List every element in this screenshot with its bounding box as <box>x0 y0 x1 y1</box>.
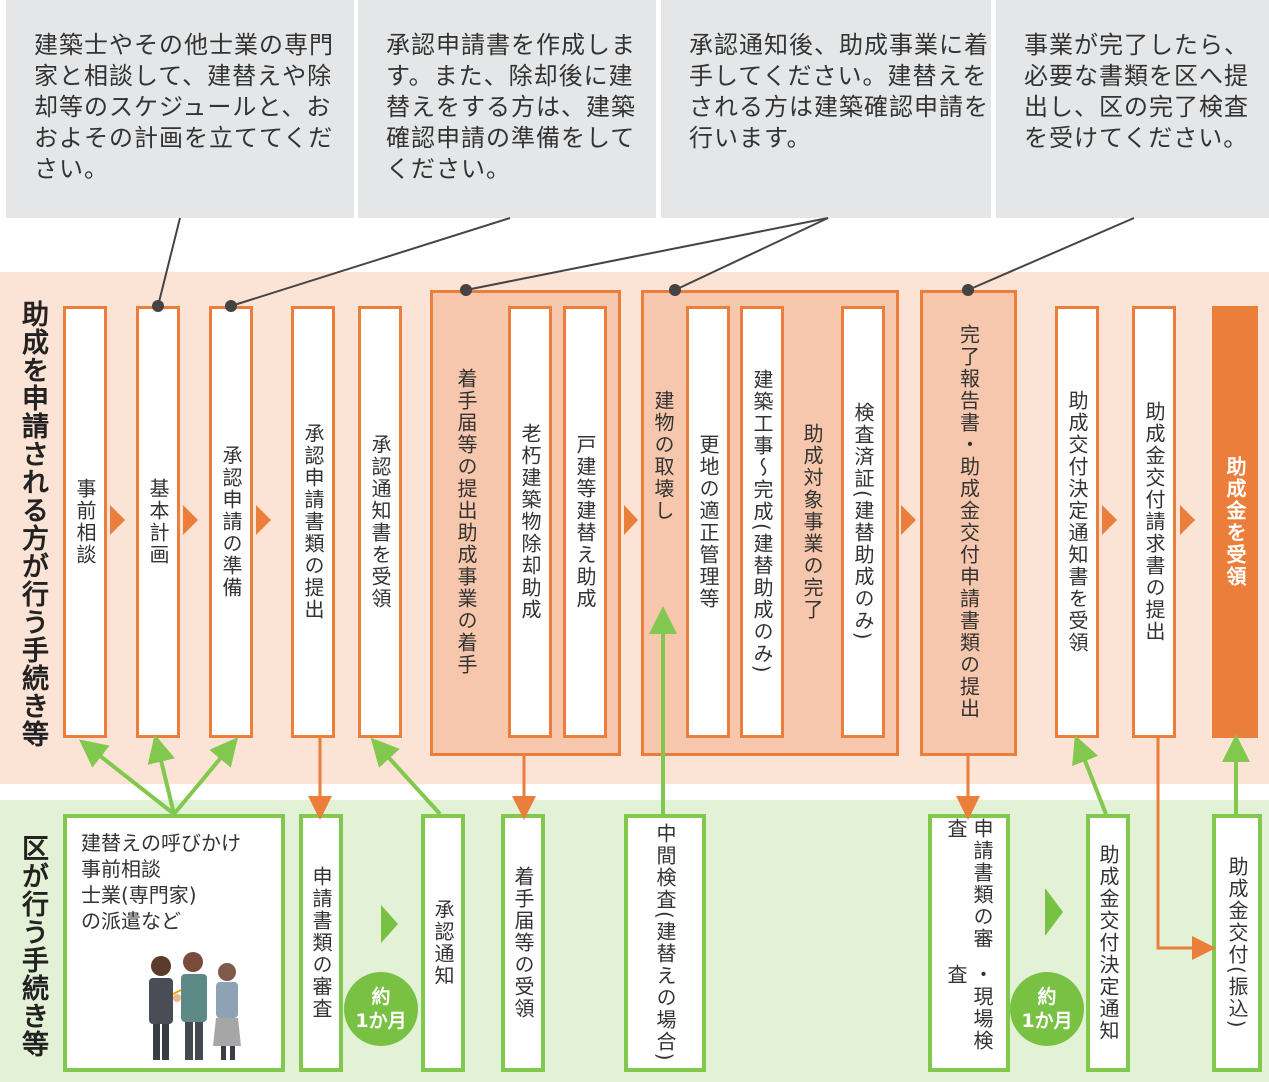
step-construction: 建築工事〜完成(建替助成のみ) <box>740 306 784 738</box>
ward-approval: 承認通知 <box>421 814 465 1072</box>
step-basic-plan: 基本計画 <box>136 306 180 738</box>
step-start-work: 着手届等の提出助成事業の着手 <box>454 368 478 676</box>
ward-mid-inspect: 中間検査(建替えの場合) <box>624 814 706 1072</box>
step-receive-notice: 承認通知書を受領 <box>358 306 402 738</box>
applicant-band-label: 助成を申請される方が行う手続き等 <box>17 300 48 748</box>
completion-group <box>920 290 1017 756</box>
ward-final-review: 申請書類の審査・現場検査 <box>928 814 1010 1072</box>
step-completion-report: 完了報告書・助成金交付申請書類の提出 <box>956 324 981 720</box>
callout-completion: 事業が完了したら、必要な書類を区へ提出し、区の完了検査を受けてください。 <box>996 0 1269 218</box>
ward-grant-decision: 助成金交付決定通知 <box>1086 814 1130 1072</box>
step-request: 助成金交付請求書の提出 <box>1132 306 1176 738</box>
step-demolish-aged: 老朽建築物除却助成 <box>508 306 552 738</box>
step-inspection-cert: 検査済証(建替助成のみ) <box>841 306 885 738</box>
ward-review: 申請書類の審査 <box>299 814 343 1072</box>
ward-accept-start: 着手届等の受領 <box>501 814 545 1072</box>
step-submit-docs: 承認申請書類の提出 <box>291 306 335 738</box>
leader-dots <box>152 284 974 312</box>
ward-support-box: 建替えの呼びかけ 事前相談 士業(専門家) の派遣など <box>63 814 285 1072</box>
ward-flow-arrows <box>381 888 1063 943</box>
step-complete: 助成対象事業の完了 <box>800 423 824 621</box>
step-receive-grant: 助成金を受領 <box>1212 306 1258 738</box>
flow-arrows <box>110 505 1195 535</box>
step-receive-decision: 助成交付決定通知書を受領 <box>1055 306 1099 738</box>
callout-consultation: 建築士やその他士業の専門家と相談して、建替えや除却等のスケジュールと、おおよその… <box>6 0 354 218</box>
step-prep: 承認申請の準備 <box>209 306 253 738</box>
ward-band-label: 区が行う手続き等 <box>17 834 48 1058</box>
step-demolition: 建物の取壊し <box>651 390 675 522</box>
callout-application: 承認申請書を作成します。また、除却後に建替えをする方は、建築確認申請の準備をして… <box>358 0 656 218</box>
callout-leaders <box>157 217 1135 307</box>
people-illustration <box>149 952 241 1060</box>
step-consult: 事前相談 <box>63 306 107 738</box>
step-rebuild: 戸建等建替え助成 <box>563 306 607 738</box>
step-site-mgmt: 更地の適正管理等 <box>686 306 730 738</box>
callout-start-work: 承認通知後、助成事業に着手してください。建替えをされる方は建築確認申請を行います… <box>661 0 991 218</box>
